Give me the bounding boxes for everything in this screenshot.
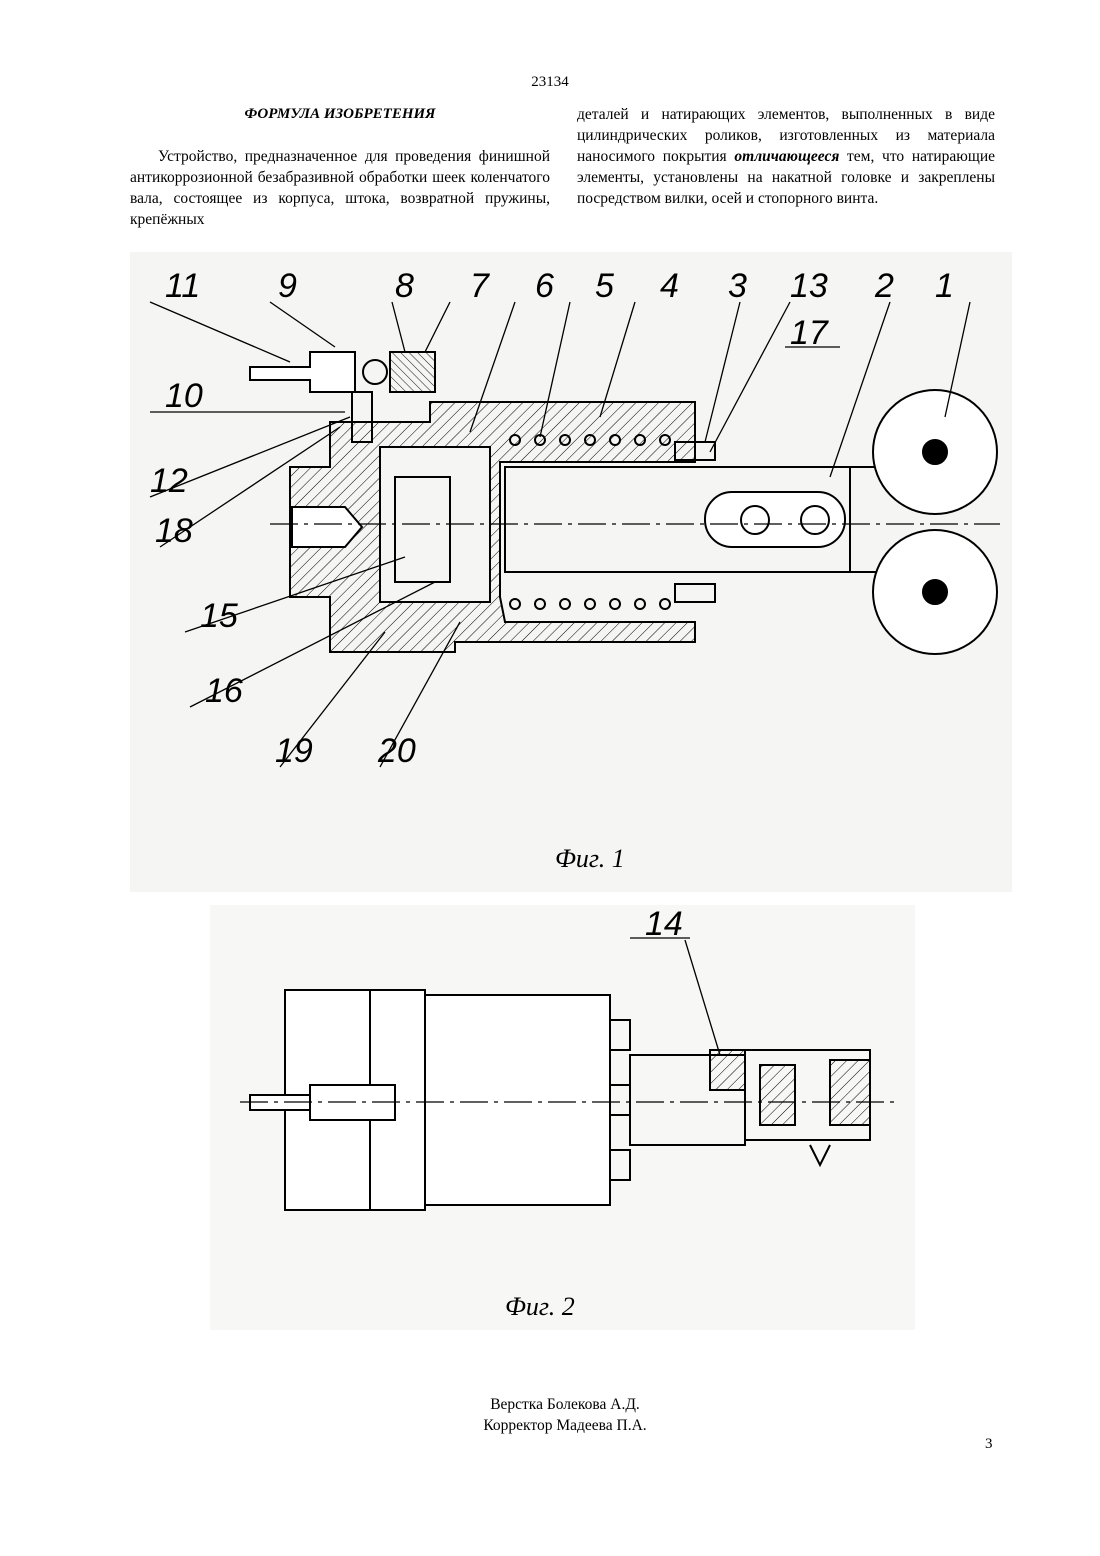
- label-1: 1: [935, 267, 954, 305]
- head-section-1: [760, 1065, 795, 1125]
- label-2: 2: [874, 267, 894, 305]
- label-16: 16: [205, 672, 243, 710]
- left-column: ФОРМУЛА ИЗОБРЕТЕНИЯ Устройство, предназн…: [130, 104, 550, 230]
- patent-number: 23134: [0, 74, 1100, 91]
- label-15: 15: [200, 597, 238, 635]
- label-9: 9: [278, 267, 297, 305]
- label-20: 20: [377, 732, 416, 770]
- label-19: 19: [275, 732, 313, 770]
- roller-top-axle: [923, 440, 947, 464]
- figure-2-drawing: 14 Фиг. 2: [210, 905, 915, 1330]
- figure-2: 14 Фиг. 2: [210, 905, 915, 1330]
- head-section-2: [830, 1060, 870, 1125]
- fig2-leader: [630, 938, 720, 1055]
- figure-2-caption: Фиг. 2: [505, 1292, 575, 1321]
- valve-body: [390, 352, 435, 392]
- fork-eye: [705, 492, 845, 547]
- bolt-1: [610, 1020, 630, 1050]
- label-5: 5: [595, 267, 614, 305]
- body-cylinder: [425, 995, 610, 1205]
- label-17: 17: [790, 314, 829, 352]
- claims-heading: ФОРМУЛА ИЗОБРЕТЕНИЯ: [130, 104, 550, 125]
- bolt-2: [610, 1085, 630, 1115]
- claims-emphasis: отличающееся: [734, 148, 839, 165]
- label-11: 11: [165, 267, 200, 305]
- bolt-3: [610, 1150, 630, 1180]
- page-number: 3: [985, 1436, 993, 1453]
- figure-1: 11 9 8 7 6 5 4 3 13 2 1 17 10 12 18 15 1…: [130, 252, 1012, 892]
- label-12: 12: [150, 462, 188, 500]
- layout-credit: Верстка Болекова А.Д.: [0, 1394, 1100, 1415]
- label-10: 10: [165, 377, 203, 415]
- label-18: 18: [155, 512, 193, 550]
- label-13: 13: [790, 267, 828, 305]
- stop-screw: [710, 1050, 745, 1090]
- label-6: 6: [535, 267, 554, 305]
- proof-credit: Корректор Мадеева П.А.: [0, 1415, 1100, 1436]
- credits: Верстка Болекова А.Д. Корректор Мадеева …: [0, 1394, 1100, 1436]
- valve-ball: [363, 360, 387, 384]
- tip: [810, 1145, 830, 1165]
- roller-bottom-axle: [923, 580, 947, 604]
- claims-continuation: деталей и натирающих элементов, выполнен…: [577, 104, 995, 209]
- label-7: 7: [470, 267, 490, 305]
- screw-bottom: [675, 584, 715, 602]
- figure-1-caption: Фиг. 1: [555, 844, 625, 873]
- claims-paragraph: Устройство, предназначенное для проведен…: [130, 146, 550, 230]
- hose-fitting: [250, 352, 355, 392]
- right-column: деталей и натирающих элементов, выполнен…: [577, 104, 995, 209]
- figure-1-drawing: 11 9 8 7 6 5 4 3 13 2 1 17 10 12 18 15 1…: [130, 252, 1012, 892]
- label-8: 8: [395, 267, 414, 305]
- label-3: 3: [728, 267, 747, 305]
- label-4: 4: [660, 267, 679, 305]
- label-14: 14: [645, 905, 683, 943]
